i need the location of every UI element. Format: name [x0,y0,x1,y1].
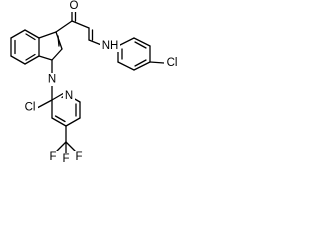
amide-nh-label: NH [102,40,119,52]
structure-svg: O NH Cl N Cl N F F F [10,0,180,165]
oxygen-label: O [70,0,79,12]
pyridine-chlorine-label: Cl [25,102,36,114]
oxoacetamide-chain [55,9,105,47]
indole-nitrogen-label: N [48,74,56,86]
indole-benzene-ring [10,29,40,65]
indole-pyrrole-ring [38,31,63,61]
pyridine-nitrogen-label: N [65,90,73,102]
phenyl-chlorine-label: Cl [167,57,178,69]
fluorine-label-3: F [75,151,82,163]
chlorophenyl-ring [117,37,165,71]
molecule-structure: O NH Cl N Cl N F F F [0,0,185,174]
fluorine-label-2: F [62,153,69,165]
atom-labels: O NH Cl N Cl N F F F [22,0,180,165]
fluorine-label-1: F [49,151,56,163]
trifluoromethyl-group [55,141,77,154]
